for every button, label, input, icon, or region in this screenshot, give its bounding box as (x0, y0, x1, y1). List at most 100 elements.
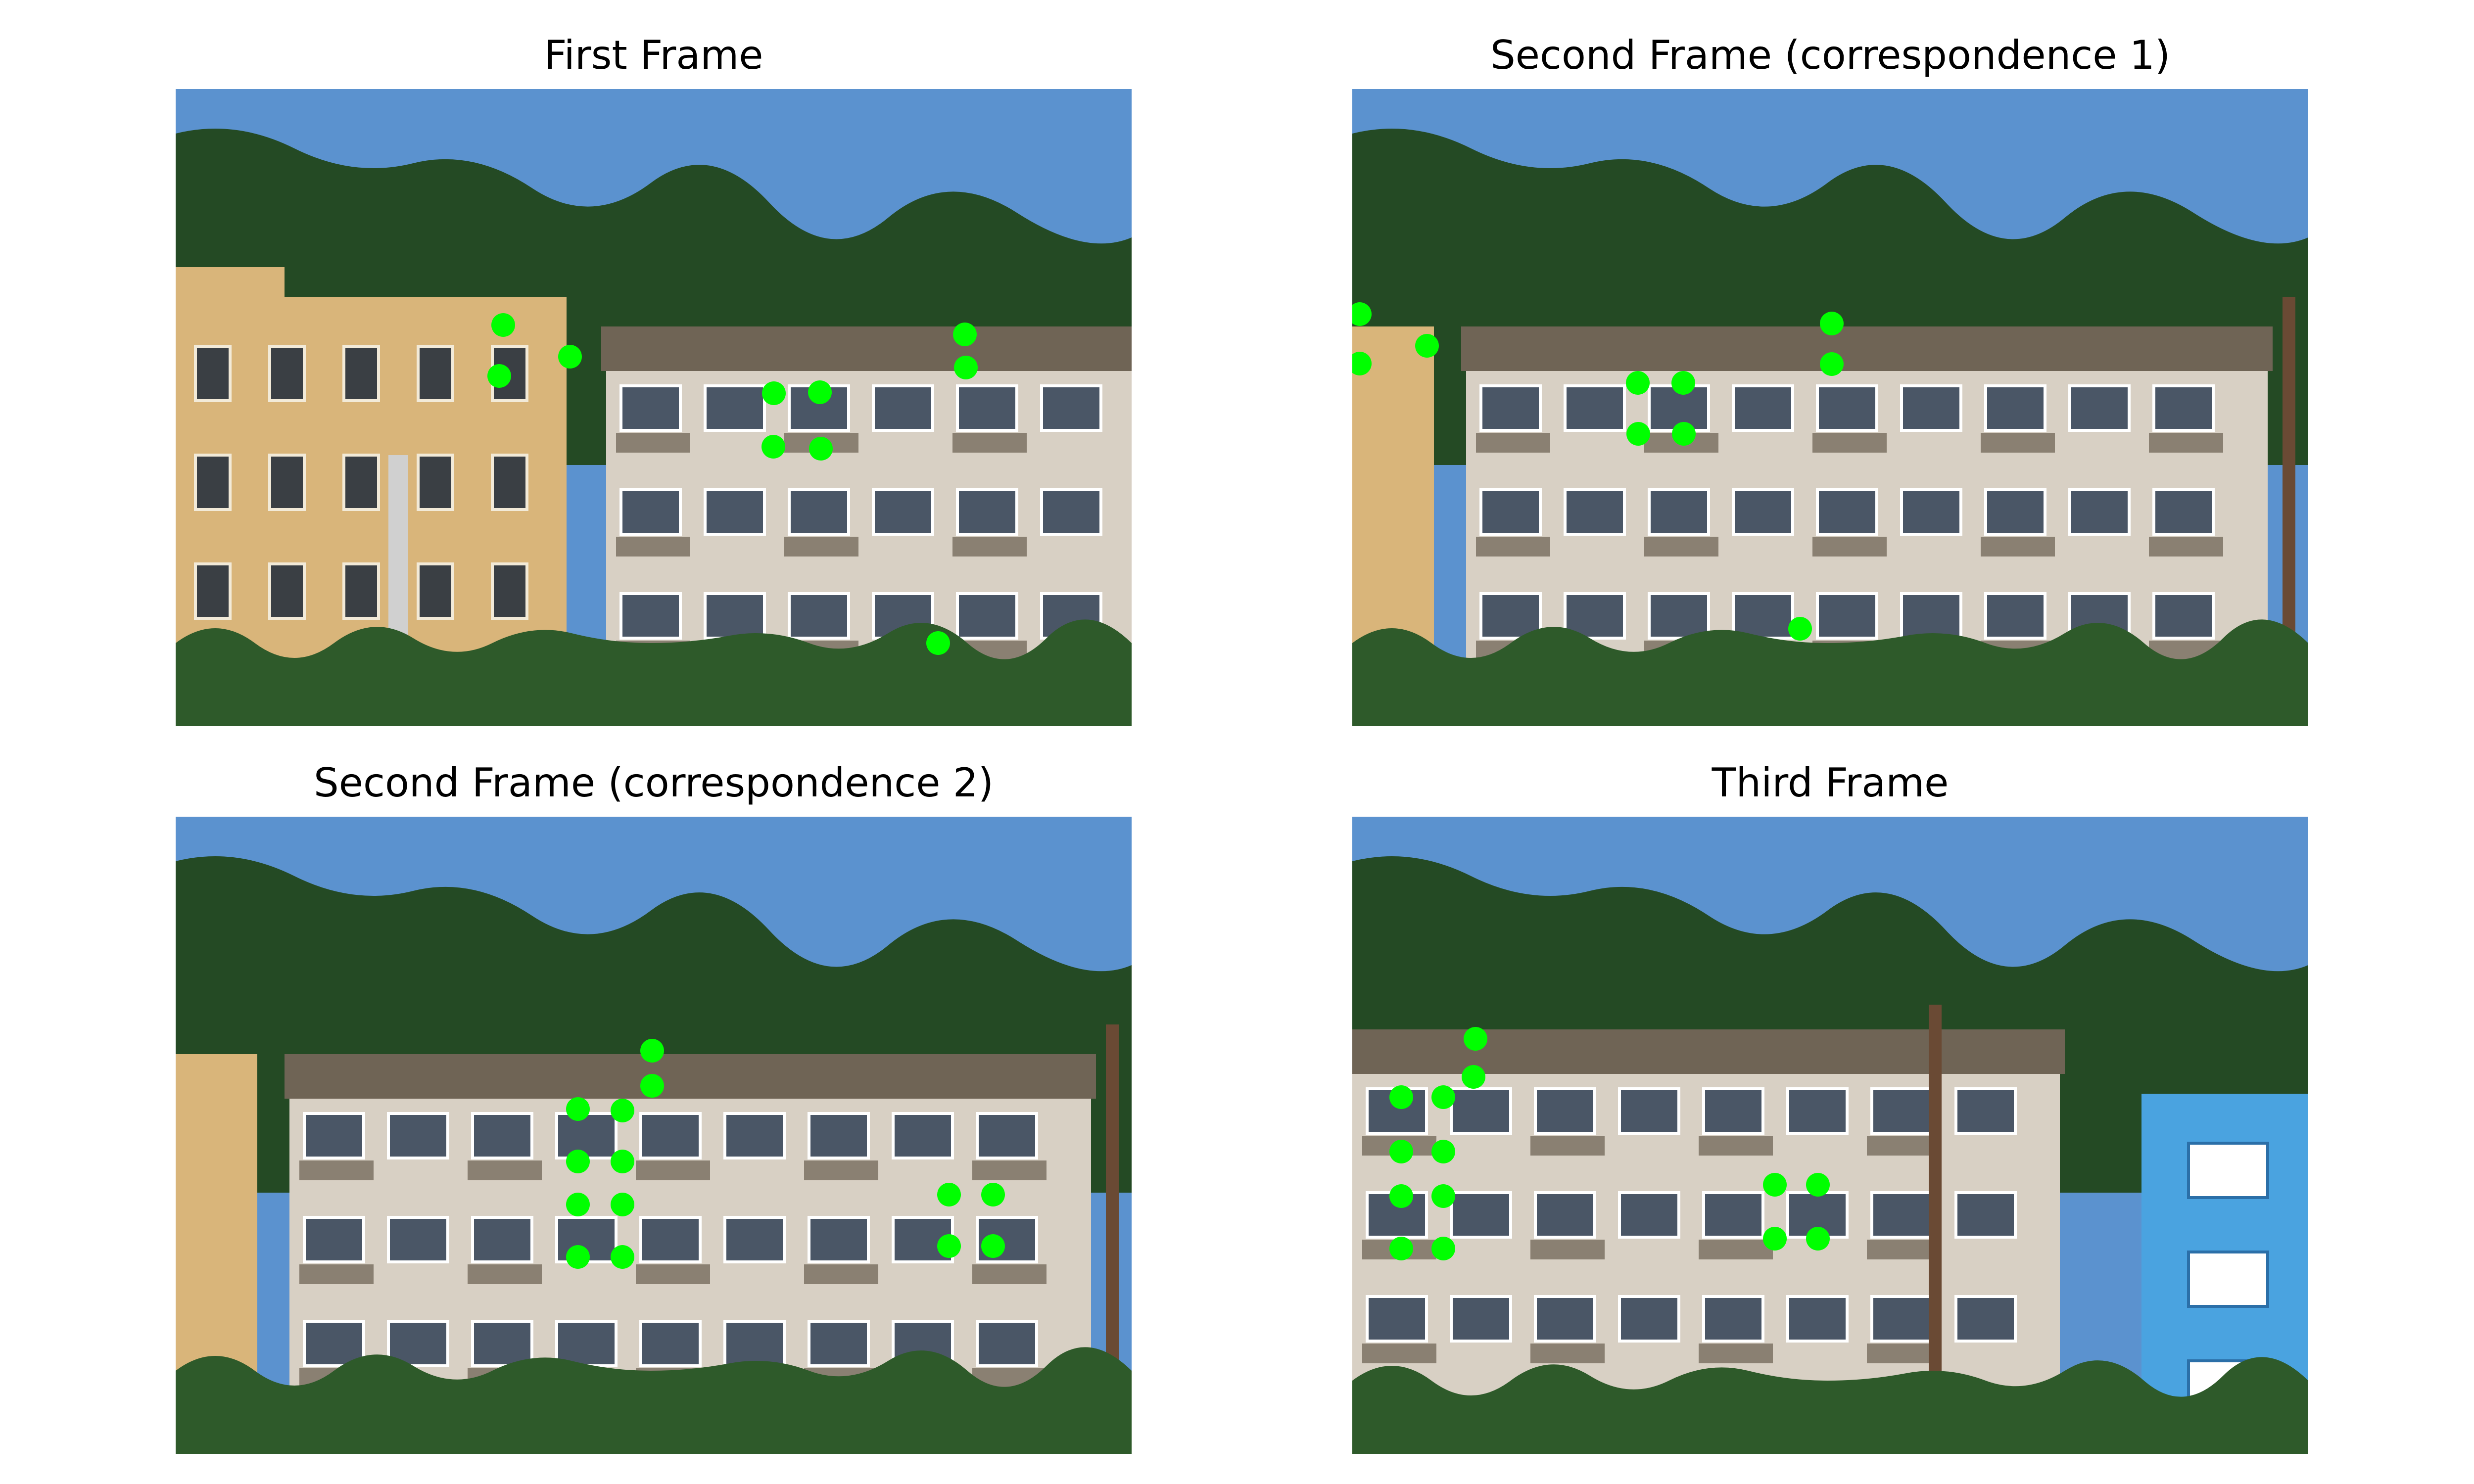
marker-point (926, 631, 950, 655)
bushes (1352, 619, 2308, 726)
balcony (1981, 537, 2055, 556)
marker-point (953, 323, 977, 346)
marker-point (487, 364, 511, 388)
window (723, 1320, 786, 1367)
marker-point (1820, 312, 1844, 335)
window (639, 1216, 702, 1263)
window (1618, 1087, 1680, 1135)
window (976, 1112, 1038, 1159)
window (2152, 384, 2215, 432)
window (956, 384, 1018, 432)
window (1040, 384, 1102, 432)
window (1900, 384, 1962, 432)
window (1984, 488, 2046, 536)
marker-point (1431, 1085, 1455, 1109)
balcony (468, 1160, 542, 1180)
window (471, 1112, 533, 1159)
window (1366, 1295, 1428, 1343)
window (619, 384, 682, 432)
window (1786, 1295, 1849, 1343)
marker-point (1626, 422, 1650, 446)
window (723, 1216, 786, 1263)
marker-point (640, 1039, 664, 1063)
marker-point (981, 1183, 1005, 1206)
photo-second-frame-2 (176, 817, 1132, 1454)
window (417, 562, 454, 620)
window (1450, 1087, 1512, 1135)
balcony (1699, 1136, 1773, 1156)
window (2187, 1251, 2269, 1308)
window (1954, 1087, 2017, 1135)
roof (1352, 1029, 2065, 1074)
balcony (1812, 537, 1887, 556)
window (723, 1112, 786, 1159)
marker-point (1389, 1140, 1413, 1163)
window (1900, 488, 1962, 536)
window (1702, 1191, 1764, 1239)
window (1479, 488, 1542, 536)
window (491, 454, 528, 511)
marker-point (1389, 1237, 1413, 1260)
window (1870, 1295, 1933, 1343)
window (956, 488, 1018, 536)
window (1648, 592, 1710, 640)
window (1732, 592, 1794, 640)
balcony (804, 1264, 878, 1284)
window (387, 1112, 449, 1159)
window (1618, 1191, 1680, 1239)
balcony (972, 1264, 1047, 1284)
marker-point (1352, 302, 1372, 326)
balcony (636, 1264, 710, 1284)
window (1534, 1087, 1596, 1135)
balcony (299, 1264, 374, 1284)
window (1786, 1087, 1849, 1135)
marker-point (1352, 352, 1372, 375)
window (387, 1320, 449, 1367)
balcony (1981, 433, 2055, 453)
marker-point (1806, 1227, 1830, 1251)
window (194, 345, 232, 402)
marker-point (491, 313, 515, 337)
panel-second-frame-correspondence-1: Second Frame (correspondence 1) (1352, 32, 2308, 726)
marker-point (1671, 371, 1695, 395)
balcony (616, 537, 690, 556)
photo-second-frame-1 (1352, 89, 2308, 726)
window (1534, 1295, 1596, 1343)
scene-svg (176, 89, 1132, 726)
yellow-building (1352, 326, 1434, 683)
window (1954, 1191, 2017, 1239)
balcony (2149, 537, 2223, 556)
panel-second-frame-correspondence-2: Second Frame (correspondence 2) (176, 760, 1132, 1454)
marker-point (1763, 1227, 1787, 1251)
roof (1461, 326, 2273, 371)
bushes (176, 1347, 1132, 1454)
window (639, 1112, 702, 1159)
marker-point (981, 1234, 1005, 1258)
window (2068, 384, 2131, 432)
window (1984, 592, 2046, 640)
window (808, 1320, 870, 1367)
balcony (952, 433, 1027, 453)
window (956, 592, 1018, 640)
scene-svg (176, 817, 1132, 1454)
window (1479, 592, 1542, 640)
balcony (1476, 537, 1550, 556)
balcony (1812, 433, 1887, 453)
window (342, 454, 380, 511)
balcony (804, 1160, 878, 1180)
window (1816, 384, 1878, 432)
window (1816, 592, 1878, 640)
panel-title: Second Frame (correspondence 1) (1490, 32, 2171, 78)
balcony (784, 537, 858, 556)
balcony (952, 537, 1027, 556)
window (619, 488, 682, 536)
panel-title: Second Frame (correspondence 2) (313, 760, 994, 806)
correspondence-markers (1389, 1027, 1830, 1260)
photo-third-frame (1352, 817, 2308, 1454)
balcony (1699, 1240, 1773, 1259)
bushes (1352, 1357, 2308, 1454)
marker-point (566, 1245, 590, 1269)
window (976, 1320, 1038, 1367)
marker-point (937, 1183, 961, 1206)
marker-point (611, 1245, 634, 1269)
